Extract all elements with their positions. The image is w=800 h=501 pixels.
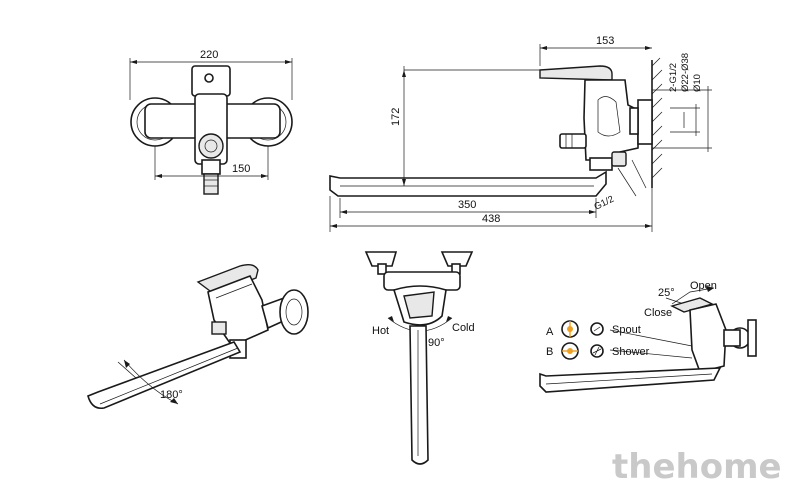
front-view: Hot Cold 90° [364,251,475,465]
close-label: Close [644,307,672,319]
diverter-angle: 25° [658,287,675,299]
mode-a-label: Spout [612,324,641,336]
dim-350: 350 [458,199,476,211]
dim-dia10: Ø10 [692,74,703,92]
dim-2g12: 2-G1/2 [668,63,679,92]
dim-438: 438 [482,213,500,225]
top-view: 220 150 [129,49,293,195]
open-label: Open [690,280,717,292]
dim-dia22: Ø22-Ø38 [680,53,691,92]
dim-220: 220 [200,49,218,61]
isometric-view: 180° [87,263,309,410]
spout-icon [590,322,604,336]
shower-icon [590,344,604,358]
cold-label: Cold [452,322,475,334]
rotation-90: 90° [428,337,445,349]
dim-150: 150 [232,163,250,175]
mode-b-letter: B [546,346,553,358]
hot-label: Hot [372,325,389,337]
dim-172: 172 [390,108,402,126]
mode-a-letter: A [546,326,554,338]
side-view: 153 172 350 438 G1/2 2-G1/2 Ø22 [329,35,712,232]
rotation-180: 180° [160,389,183,401]
dim-153: 153 [596,35,614,47]
mode-b-label: Shower [612,346,650,358]
diverter-view: 25° Open Close A Spout B Shower [539,280,757,393]
watermark-logo: thehome [612,447,782,487]
